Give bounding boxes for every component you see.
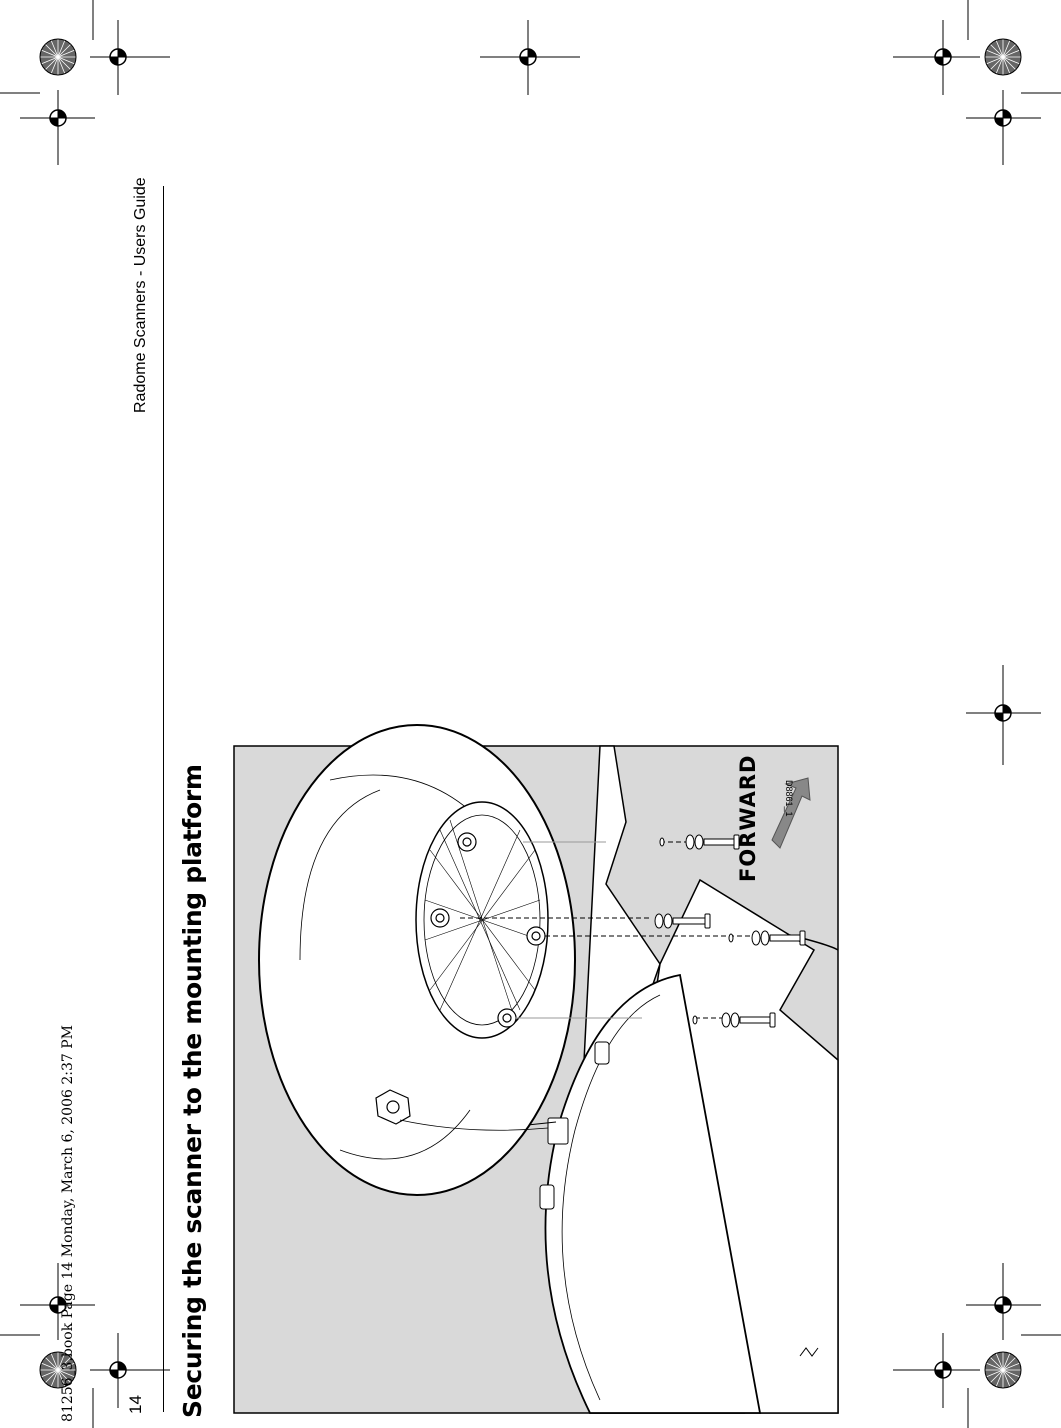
forward-label: FORWARD bbox=[736, 754, 760, 882]
forward-arrow-icon bbox=[771, 777, 811, 849]
radome-mount-bosses bbox=[430, 832, 546, 1028]
running-header: Radome Scanners - Users Guide bbox=[132, 177, 149, 413]
logo-mark-icon bbox=[799, 1347, 819, 1357]
print-slug-line: 81256_3.book Page 14 Monday, March 6, 20… bbox=[60, 1025, 76, 1422]
cable-gland bbox=[375, 1089, 411, 1125]
section-title: Securing the scanner to the mounting pla… bbox=[178, 764, 207, 1418]
figure-id: D8861_1 bbox=[784, 780, 794, 817]
page-number: 14 bbox=[126, 1395, 145, 1414]
header-rule bbox=[163, 186, 164, 1412]
fixing-bolts bbox=[654, 834, 806, 1028]
